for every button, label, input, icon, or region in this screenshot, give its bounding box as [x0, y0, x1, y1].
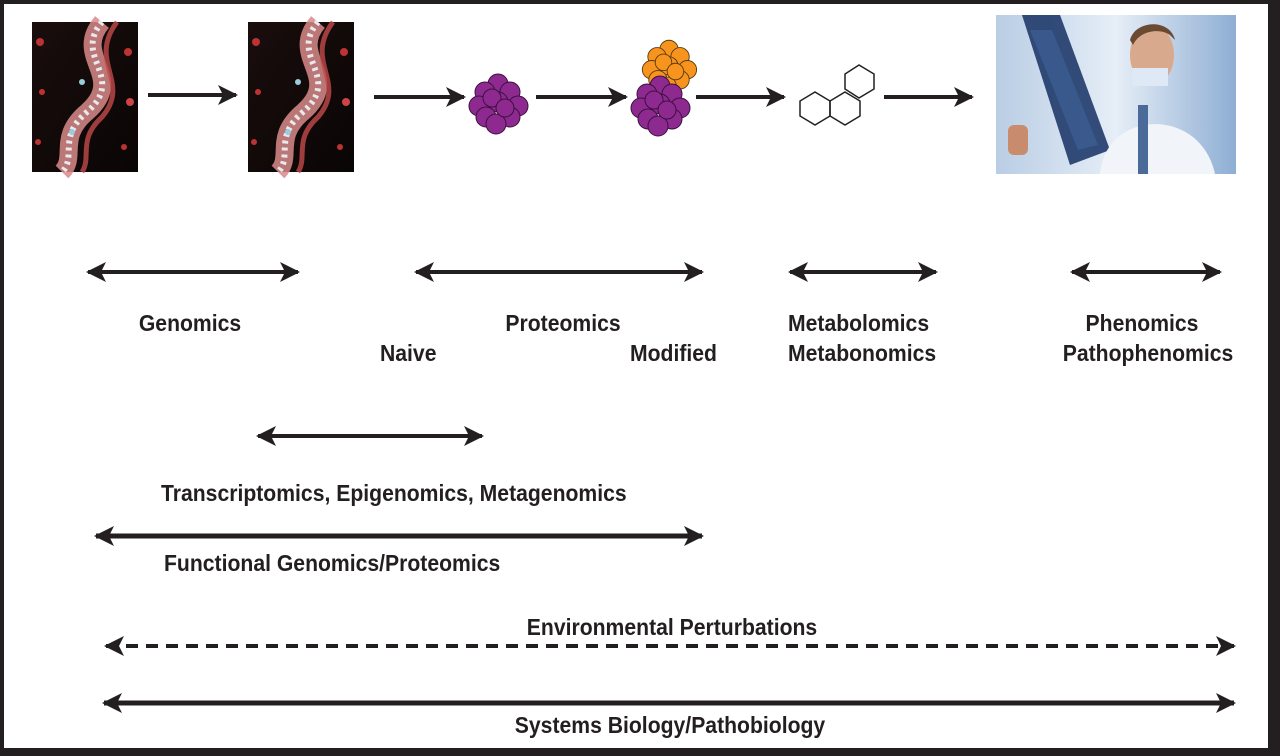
systems-biology-label: Systems Biology/Pathobiology: [514, 712, 826, 738]
naive-protein-icon: [468, 73, 529, 135]
dna-image-2: [248, 22, 354, 172]
physician-image: [996, 15, 1236, 174]
modified-label: Modified: [630, 340, 717, 366]
metabonomics-label: Metabonomics: [788, 340, 937, 366]
pathophenomics-label: Pathophenomics: [1062, 340, 1234, 366]
modified-protein-icon: [630, 39, 698, 137]
dna-image-1: [32, 22, 138, 172]
environmental-perturbations-label: Environmental Perturbations: [526, 614, 818, 640]
naive-label: Naive: [380, 340, 437, 366]
phenomics-label: Phenomics: [1085, 310, 1199, 336]
genomics-label: Genomics: [138, 310, 242, 336]
proteomics-label: Proteomics: [505, 310, 621, 336]
metabolomics-label: Metabolomics: [788, 310, 930, 336]
metabolite-structure-icon: [799, 64, 875, 126]
transcriptomics-label: Transcriptomics, Epigenomics, Metagenomi…: [161, 480, 627, 506]
functional-genomics-label: Functional Genomics/Proteomics: [164, 550, 501, 576]
